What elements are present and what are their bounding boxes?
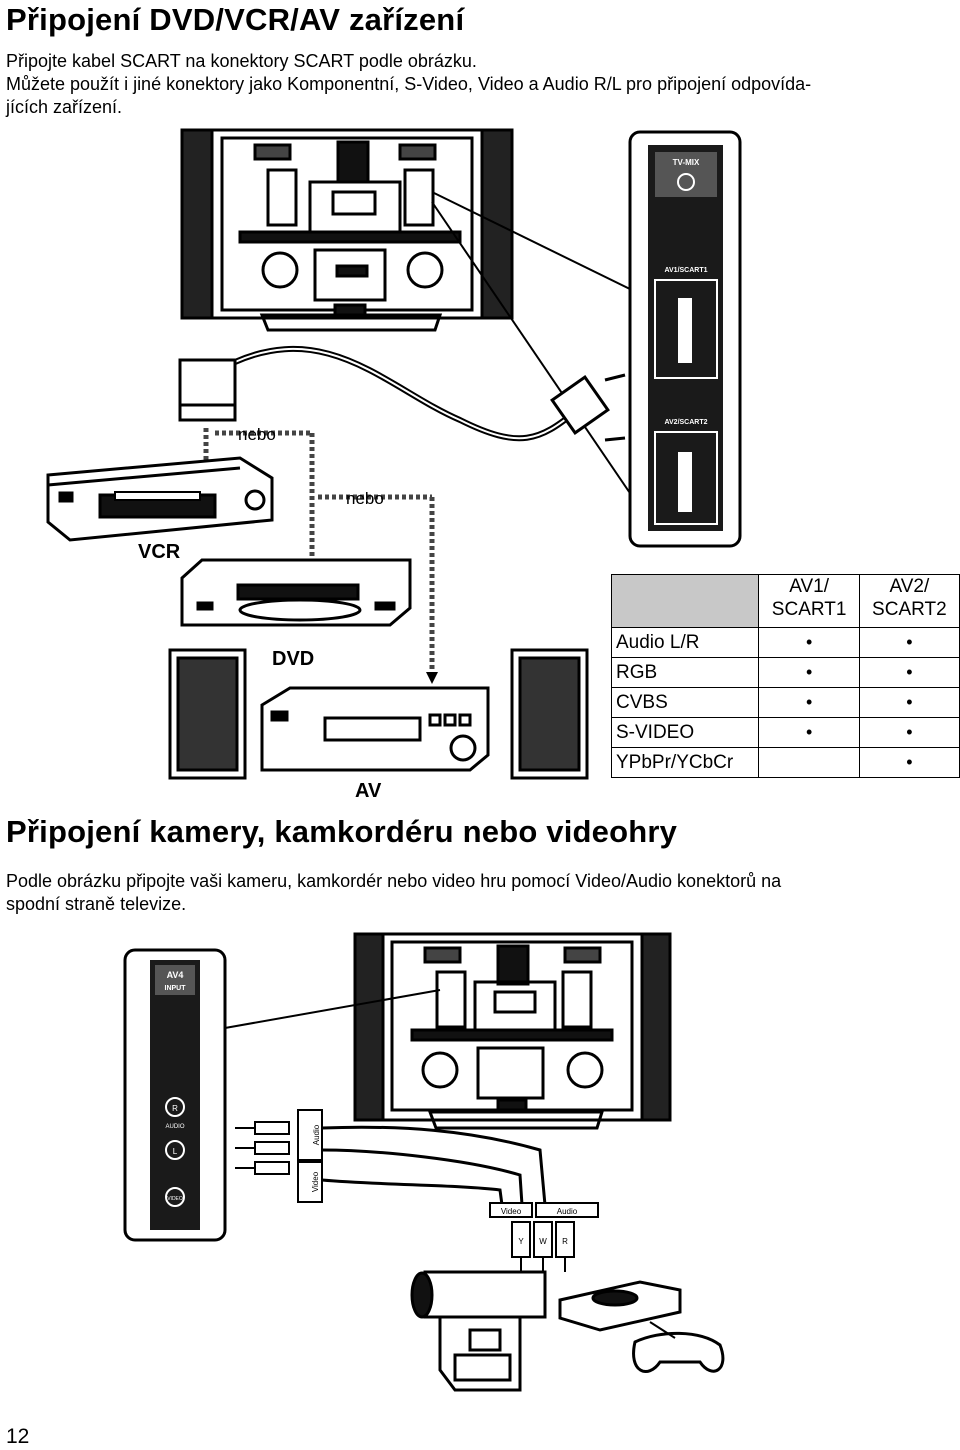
dvd-illustration <box>180 558 412 627</box>
section-title-camera: Připojení kamery, kamkordéru nebo videoh… <box>6 814 678 849</box>
table-row: RGB • • <box>610 657 960 688</box>
plug-tag-video: Video <box>501 1207 522 1216</box>
vcr-illustration <box>46 456 274 542</box>
plug-label-r: R <box>562 1237 568 1246</box>
cell-av1: • <box>758 657 860 688</box>
table-row: S-VIDEO • • <box>610 717 960 748</box>
panel-label-av2: AV2/SCART2 <box>664 419 707 426</box>
game-console-illustration <box>558 1280 725 1373</box>
panel-label-tvmix: TV-MIX <box>673 158 700 167</box>
av-receiver-illustration <box>260 686 490 772</box>
row-label: S-VIDEO <box>610 717 760 748</box>
label-vcr: VCR <box>138 541 181 563</box>
scart-panel-closeup: TV-MIX AV1/SCART1 AV2/SCART2 <box>628 130 742 548</box>
table-header-row: AV1/ SCART1 AV2/ SCART2 <box>610 574 960 628</box>
row-label: RGB <box>610 657 760 688</box>
camcorder-illustration <box>410 1270 547 1392</box>
table-header-av1: AV1/ SCART1 <box>758 574 860 628</box>
camera-line: Podle obrázku připojte vaši kameru, kamk… <box>6 871 782 891</box>
cell-av1 <box>758 747 860 778</box>
label-video-cable: Video <box>311 1171 320 1192</box>
cell-av2: • <box>858 747 960 778</box>
camera-connection-diagram: AV4 INPUT R AUDIO L VIDEO Audio Video <box>123 932 725 1392</box>
label-av: AV <box>355 780 382 802</box>
table-row: YPbPr/YCbCr • <box>610 747 960 778</box>
jack-label-video: VIDEO <box>167 1196 183 1202</box>
intro-line: jících zařízení. <box>6 97 123 117</box>
label-audio-cable: Audio <box>312 1124 321 1145</box>
scart-compatibility-table: AV1/ SCART1 AV2/ SCART2 Audio L/R • • RG… <box>610 574 960 778</box>
row-label: CVBS <box>610 687 760 718</box>
cell-av2: • <box>858 657 960 688</box>
jack-label-r: R <box>172 1104 178 1113</box>
plug-label-w: W <box>539 1237 547 1246</box>
table-header-empty <box>610 574 760 628</box>
label-dvd: DVD <box>272 648 314 670</box>
scart-connection-diagram: TV-MIX AV1/SCART1 AV2/SCART2 nebo nebo <box>46 128 742 802</box>
rca-plugs-tv-side <box>235 1109 323 1203</box>
tv-rear-illustration <box>180 128 514 332</box>
header-av2-line: AV2/ <box>889 576 930 597</box>
panel-label-av1: AV1/SCART1 <box>664 267 707 274</box>
av-cables <box>321 1125 547 1206</box>
speaker-left <box>168 648 247 780</box>
cell-av1: • <box>758 627 860 658</box>
table-row: Audio L/R • • <box>610 627 960 658</box>
section-intro-text: Připojte kabel SCART na konektory SCART … <box>6 50 956 119</box>
cell-av1: • <box>758 717 860 748</box>
intro-line: Můžete použít i jiné konektory jako Komp… <box>6 74 812 94</box>
section-camera-text: Podle obrázku připojte vaši kameru, kamk… <box>6 870 956 916</box>
page-number: 12 <box>6 1425 30 1448</box>
panel-label-av4: AV4 <box>167 970 184 980</box>
table-header-av2: AV2/ SCART2 <box>858 574 960 628</box>
label-nebo: nebo <box>346 489 384 508</box>
scart-cable <box>178 345 626 442</box>
cell-av2: • <box>858 627 960 658</box>
cell-av2: • <box>858 687 960 718</box>
plug-tag-audio: Audio <box>557 1207 578 1216</box>
av4-panel-closeup: AV4 INPUT R AUDIO L VIDEO <box>123 948 227 1242</box>
camera-line: spodní straně televize. <box>6 894 187 914</box>
cell-av2: • <box>858 717 960 748</box>
rca-plugs-device-side <box>489 1202 599 1272</box>
jack-label-audio: AUDIO <box>165 1124 184 1130</box>
jack-label-l: L <box>173 1147 178 1156</box>
section-title-dvd-vcr: Připojení DVD/VCR/AV zařízení <box>6 2 465 37</box>
row-label: Audio L/R <box>610 627 760 658</box>
panel-label-input: INPUT <box>165 985 187 992</box>
tv-rear-illustration <box>353 932 672 1130</box>
plug-label-y: Y <box>518 1237 524 1246</box>
label-nebo: nebo <box>238 425 276 444</box>
table-row: CVBS • • <box>610 687 960 718</box>
header-av1-line: AV1/ <box>789 576 829 597</box>
header-av1-line: SCART1 <box>771 599 847 620</box>
intro-line: Připojte kabel SCART na konektory SCART … <box>6 51 477 71</box>
row-label: YPbPr/YCbCr <box>610 747 760 778</box>
header-av2-line: SCART2 <box>872 599 947 620</box>
speaker-right <box>510 648 589 780</box>
cell-av1: • <box>758 687 860 718</box>
